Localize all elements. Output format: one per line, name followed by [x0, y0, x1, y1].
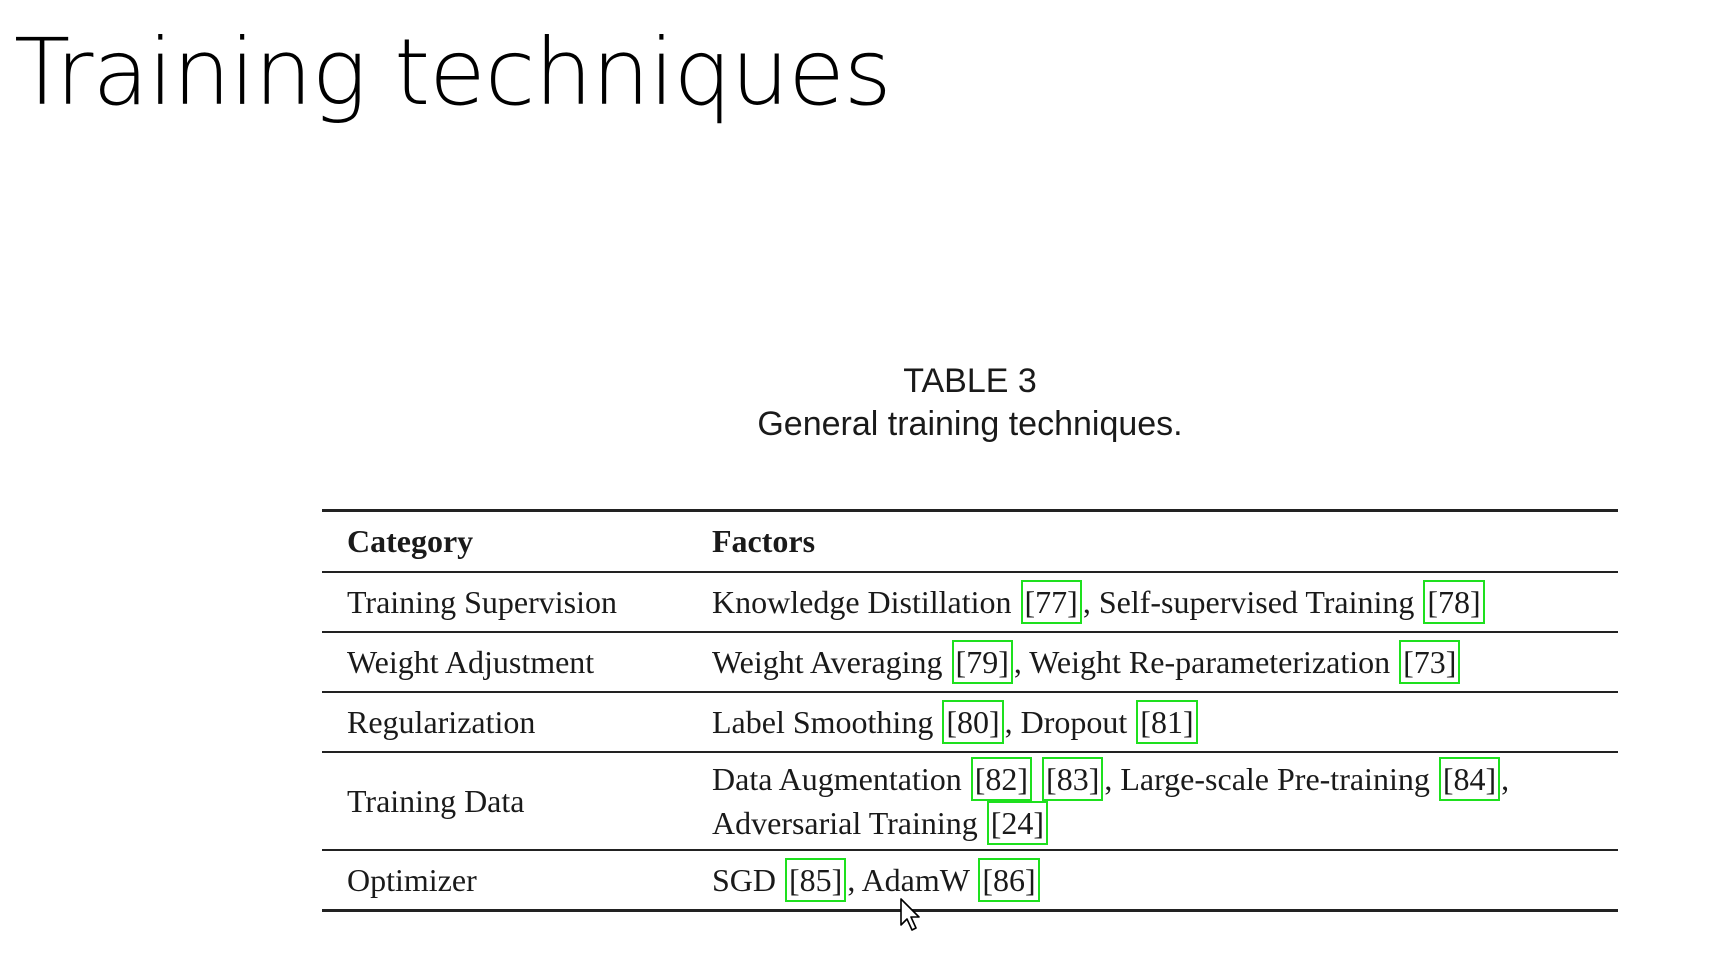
table-caption-text: General training techniques.	[757, 405, 1183, 443]
factor-text	[1033, 761, 1041, 797]
citation-ref: [86]	[978, 858, 1040, 902]
row-category: Weight Adjustment	[347, 644, 595, 680]
citation-ref: [78]	[1423, 580, 1485, 624]
citation-ref: [84]	[1438, 757, 1501, 801]
citation-ref: [77]	[1020, 580, 1082, 624]
factor-text: , Large-scale Pre-training	[1104, 761, 1438, 797]
table-row: Training Supervision Knowledge Distillati…	[322, 572, 1618, 632]
row-category: Training Supervision	[347, 584, 617, 620]
row-category: Optimizer	[347, 862, 477, 898]
citation-ref: [79]	[951, 640, 1013, 684]
header-category: Category	[347, 523, 474, 559]
factor-text: Label Smoothing	[712, 704, 942, 740]
citation-ref: [82]	[970, 757, 1033, 801]
factor-text: , Self-supervised Training	[1082, 584, 1423, 620]
citation-ref: [24]	[986, 801, 1049, 845]
row-factors: SGD [85], AdamW [86]	[712, 850, 1618, 911]
mouse-pointer-icon	[900, 898, 920, 931]
row-category: Regularization	[347, 704, 536, 740]
training-techniques-table: Category Factors Training Supervision Kno…	[322, 509, 1618, 912]
factor-text: Knowledge Distillation	[712, 584, 1020, 620]
citation-ref: [73]	[1399, 640, 1461, 684]
table-header-row: Category Factors	[322, 510, 1618, 572]
citation-ref: [81]	[1136, 700, 1198, 744]
citation-ref: [83]	[1042, 757, 1104, 801]
factor-text: SGD	[712, 862, 785, 898]
table: Category Factors Training Supervision Kno…	[322, 509, 1618, 912]
row-factors: Weight Averaging [79], Weight Re-paramet…	[712, 632, 1618, 692]
table-body: Training Supervision Knowledge Distillati…	[322, 572, 1618, 911]
factor-text: , Weight Re-parameterization	[1013, 644, 1399, 680]
slide-title: Training techniques	[14, 19, 892, 126]
factor-text: , AdamW	[847, 862, 978, 898]
factor-text: ,	[1501, 761, 1510, 797]
table-caption-number: TABLE 3	[903, 362, 1037, 400]
row-category: Training Data	[347, 783, 525, 819]
factor-text: Data Augmentation	[712, 761, 970, 797]
factor-text: Weight Averaging	[712, 644, 951, 680]
row-factors: Data Augmentation [82] [83], Large-scale…	[712, 752, 1618, 850]
citation-ref: [85]	[785, 858, 847, 902]
factor-text: , Dropout	[1004, 704, 1136, 740]
table-row: Optimizer SGD [85], AdamW [86]	[322, 850, 1618, 911]
table-row: Regularization Label Smoothing [80], Drop…	[322, 692, 1618, 752]
table-row: Weight Adjustment Weight Averaging [79], …	[322, 632, 1618, 692]
row-factors: Label Smoothing [80], Dropout [81]	[712, 692, 1618, 752]
factor-text: Adversarial Training	[712, 805, 986, 841]
header-factors: Factors	[712, 523, 816, 559]
citation-ref: [80]	[942, 700, 1004, 744]
row-factors: Knowledge Distillation [77], Self-superv…	[712, 572, 1618, 632]
table-row: Training Data Data Augmentation [82] [83]…	[322, 752, 1618, 850]
